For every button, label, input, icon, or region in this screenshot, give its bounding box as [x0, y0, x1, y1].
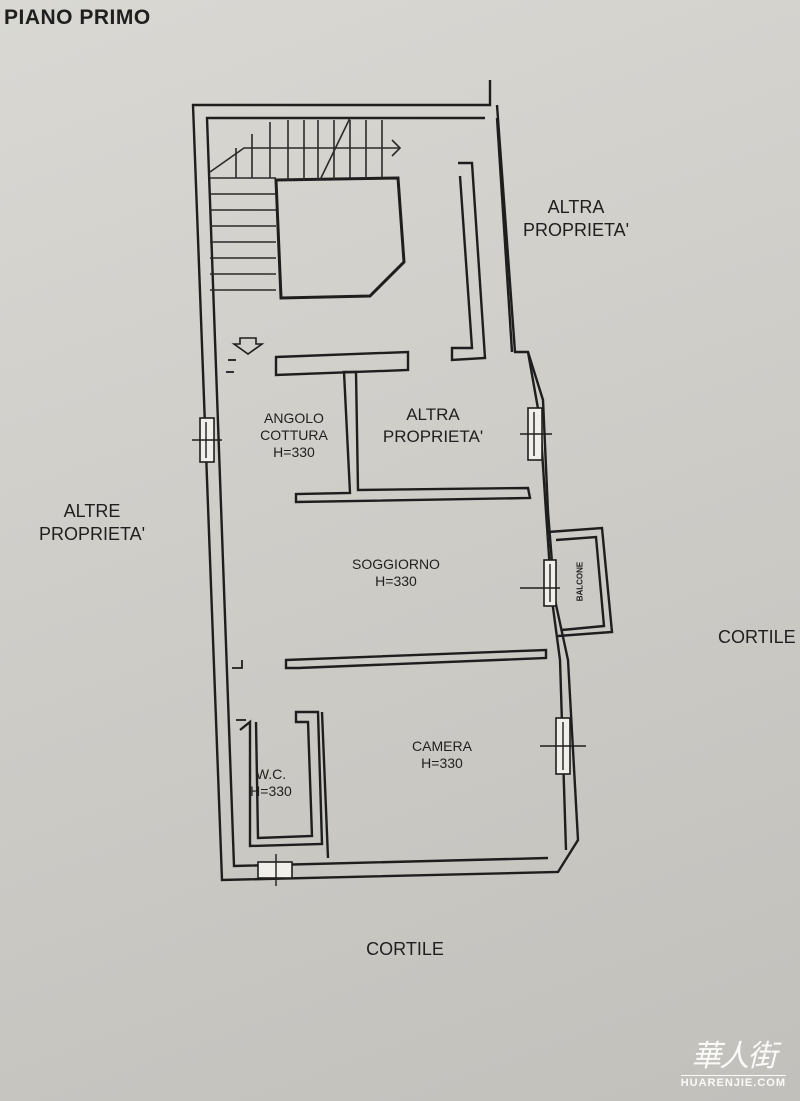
room-altra-line1: ALTRA	[406, 405, 460, 424]
room-balcone: BALCONE	[575, 561, 585, 602]
outer-wall-right-inner	[495, 117, 514, 353]
room-soggiorno-line1: SOGGIORNO	[352, 556, 440, 572]
windows	[199, 407, 571, 879]
room-soggiorno-height: H=330	[375, 573, 417, 589]
room-camera: CAMERA H=330	[396, 738, 488, 772]
label-altra-top-line2: PROPRIETA'	[522, 220, 630, 240]
label-cortile-bottom: CORTILE	[366, 939, 444, 959]
room-camera-height: H=330	[421, 755, 463, 771]
window-wc	[257, 861, 293, 879]
wc-wall	[239, 710, 324, 848]
label-altre-left-line1: ALTRE	[63, 501, 121, 521]
watermark-logo: 華人街 HUARENJIE.COM	[680, 1039, 786, 1089]
watermark-mark: 華人街	[691, 1039, 777, 1074]
label-cortile-right: CORTILE	[718, 627, 796, 647]
corridor-wall	[450, 161, 487, 362]
room-altra-proprieta: ALTRA PROPRIETA'	[360, 404, 506, 448]
room-angolo-line2: COTTURA	[260, 427, 328, 443]
room-angolo-line1: ANGOLO	[264, 410, 324, 426]
balcony-inner	[555, 535, 606, 632]
label-altra-top-line1: ALTRA	[547, 197, 605, 217]
label-altra-top: ALTRA PROPRIETA'	[506, 196, 646, 242]
room-camera-line1: CAMERA	[412, 738, 472, 754]
balcony-outline	[547, 526, 614, 638]
wall-h2	[284, 648, 548, 670]
room-altra-line2: PROPRIETA'	[382, 427, 484, 446]
label-altre-left: ALTRE PROPRIETA'	[22, 500, 162, 546]
room-wc-line1: W.C.	[255, 766, 287, 782]
wall-h1	[274, 350, 410, 377]
entry-arrow-icon	[231, 337, 265, 355]
room-wc-height: H=330	[250, 783, 292, 799]
watermark-text: HUARENJIE.COM	[680, 1075, 786, 1089]
altra-room-wall	[294, 370, 532, 504]
stair-treads	[209, 117, 402, 291]
room-wc: W.C. H=330	[236, 766, 306, 800]
room-angolo-cottura: ANGOLO COTTURA H=330	[246, 410, 342, 461]
stair-void	[274, 176, 406, 300]
label-altre-left-line2: PROPRIETA'	[38, 524, 146, 544]
plan-title: PIANO PRIMO	[4, 6, 151, 29]
room-soggiorno: SOGGIORNO H=330	[340, 556, 452, 590]
wc-wall-2	[320, 711, 330, 859]
outer-wall-inner	[205, 116, 549, 868]
room-angolo-height: H=330	[273, 444, 315, 460]
